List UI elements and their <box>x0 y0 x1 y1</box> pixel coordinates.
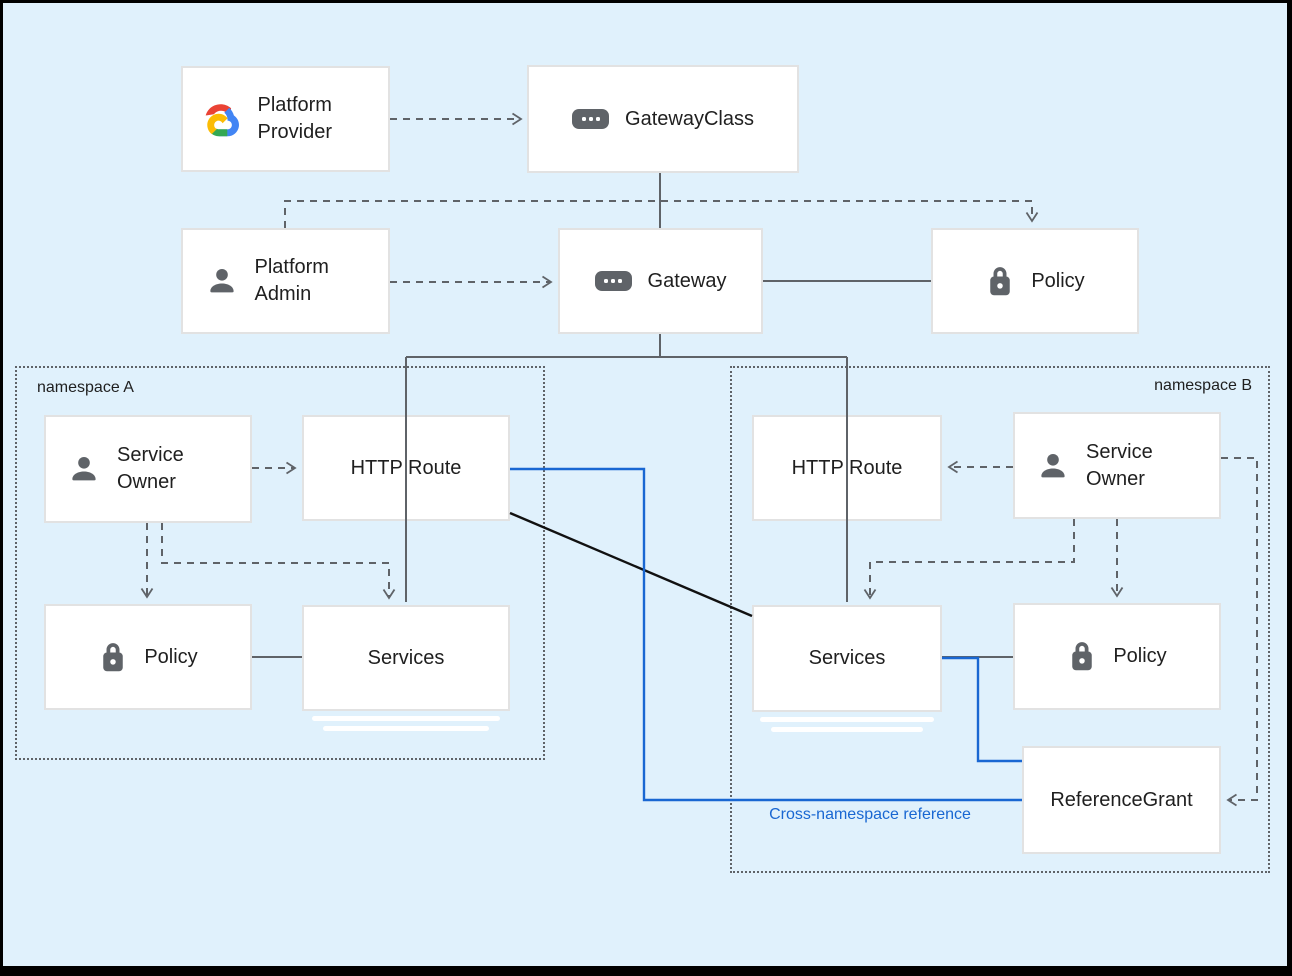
node-platform-provider: Platform Provider <box>181 66 390 172</box>
resource-chip-icon <box>594 271 632 291</box>
node-services-b: Services <box>752 605 942 712</box>
node-label: Service Owner <box>1086 440 1153 490</box>
node-label: HTTP Route <box>350 456 462 479</box>
namespace-b-label: namespace B <box>1154 377 1252 394</box>
resource-chip-icon <box>572 109 610 129</box>
node-policy-a: Policy <box>44 604 252 710</box>
lock-icon <box>985 265 1015 298</box>
node-reference-grant: ReferenceGrant <box>1022 746 1221 854</box>
person-icon <box>67 452 101 486</box>
node-label: Policy <box>1031 269 1085 292</box>
lock-icon <box>98 641 128 674</box>
black-diagonal-connector <box>509 511 753 618</box>
node-label: Gateway <box>647 269 727 292</box>
node-gateway: Gateway <box>558 228 763 334</box>
node-label: Policy <box>1113 645 1167 668</box>
node-label: Services <box>367 646 445 669</box>
node-platform-admin: Platform Admin <box>181 228 390 334</box>
node-label: HTTP Route <box>791 456 903 479</box>
node-label: Services <box>808 647 886 670</box>
person-icon <box>205 264 239 298</box>
person-icon <box>1036 449 1070 483</box>
node-service-owner-a: Service Owner <box>44 415 252 523</box>
node-http-route-a: HTTP Route <box>302 415 510 521</box>
cross-namespace-reference-label: Cross-namespace reference <box>769 806 971 823</box>
node-label: Platform Admin <box>254 256 329 305</box>
node-label: ReferenceGrant <box>1050 788 1193 811</box>
node-services-a: Services <box>302 605 510 711</box>
node-label: GatewayClass <box>625 107 754 130</box>
node-gateway-class: GatewayClass <box>527 65 799 173</box>
node-label: Platform Provider <box>257 94 332 143</box>
node-policy-top: Policy <box>931 228 1139 334</box>
lock-icon <box>1067 640 1097 673</box>
node-label: Policy <box>144 645 198 668</box>
node-service-owner-b: Service Owner <box>1013 412 1221 519</box>
node-policy-b: Policy <box>1013 603 1221 710</box>
namespace-a-label: namespace A <box>37 379 134 396</box>
node-http-route-b: HTTP Route <box>752 415 942 521</box>
google-cloud-icon <box>202 102 242 137</box>
node-label: Service Owner <box>117 444 184 493</box>
